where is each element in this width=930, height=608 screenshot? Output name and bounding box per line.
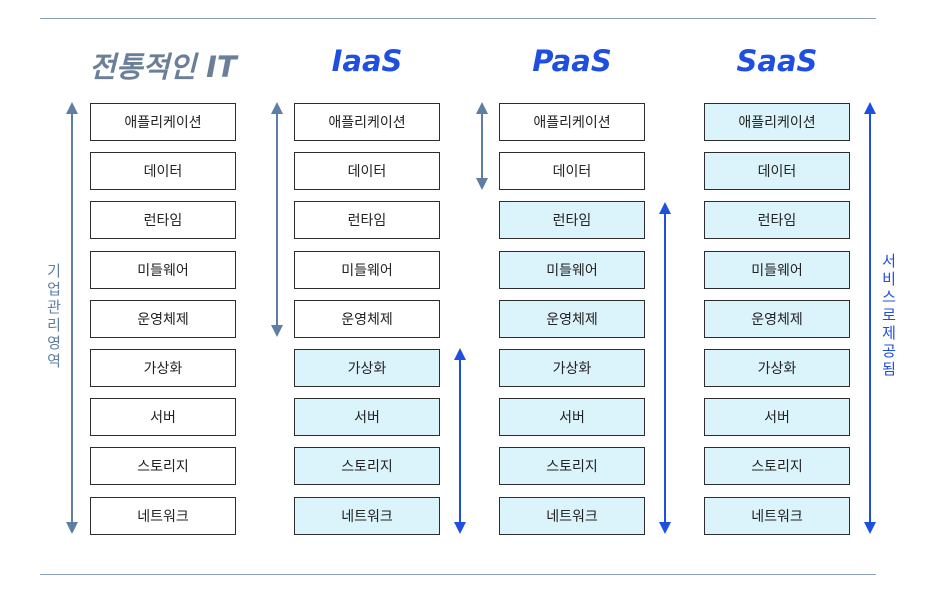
- layer-box: 네트워크: [499, 497, 645, 535]
- layer-box: 애플리케이션: [90, 103, 236, 141]
- layer-box: 가상화: [499, 349, 645, 387]
- managed-arrow-iaas: [271, 102, 283, 337]
- layer-box: 미들웨어: [90, 251, 236, 289]
- label-provided-as-service: 서비스로 제공됨: [882, 252, 896, 378]
- layer-box: 스토리지: [90, 447, 236, 485]
- layer-box: 데이터: [704, 152, 850, 190]
- label-enterprise-managed: 기업관리 영역: [47, 262, 61, 370]
- layer-box: 미들웨어: [499, 251, 645, 289]
- layer-box: 운영체제: [294, 300, 440, 338]
- layer-box: 런타임: [704, 201, 850, 239]
- layer-box: 서버: [90, 398, 236, 436]
- layer-box: 애플리케이션: [499, 103, 645, 141]
- layer-box: 스토리지: [704, 447, 850, 485]
- layer-box: 가상화: [704, 349, 850, 387]
- column-title-2: IaaS: [331, 44, 403, 78]
- managed-arrow-paas: [476, 102, 488, 190]
- layer-box: 미들웨어: [294, 251, 440, 289]
- provided-arrow-iaas: [454, 348, 466, 534]
- layer-box: 네트워크: [294, 497, 440, 535]
- layer-box: 가상화: [294, 349, 440, 387]
- layer-box: 가상화: [90, 349, 236, 387]
- layer-box: 애플리케이션: [704, 103, 850, 141]
- layer-box: 데이터: [90, 152, 236, 190]
- layer-box: 서버: [294, 398, 440, 436]
- layer-box: 데이터: [294, 152, 440, 190]
- layer-box: 데이터: [499, 152, 645, 190]
- layer-box: 운영체제: [704, 300, 850, 338]
- layer-box: 미들웨어: [704, 251, 850, 289]
- layer-box: 서버: [704, 398, 850, 436]
- managed-arrow-traditional: [66, 102, 78, 534]
- layer-box: 네트워크: [704, 497, 850, 535]
- layer-box: 서버: [499, 398, 645, 436]
- provided-arrow-paas: [659, 202, 671, 534]
- layer-box: 네트워크: [90, 497, 236, 535]
- column-title-4: SaaS: [736, 44, 818, 78]
- layer-box: 런타임: [499, 201, 645, 239]
- layer-box: 애플리케이션: [294, 103, 440, 141]
- column-title-3: PaaS: [532, 44, 612, 78]
- layer-box: 런타임: [90, 201, 236, 239]
- layer-box: 운영체제: [90, 300, 236, 338]
- provided-arrow-saas: [864, 102, 876, 534]
- layer-box: 운영체제: [499, 300, 645, 338]
- layer-box: 스토리지: [499, 447, 645, 485]
- layer-box: 스토리지: [294, 447, 440, 485]
- top-divider: [40, 18, 876, 19]
- column-title-1: 전통적인 IT: [89, 50, 237, 84]
- bottom-divider: [40, 574, 876, 575]
- layer-box: 런타임: [294, 201, 440, 239]
